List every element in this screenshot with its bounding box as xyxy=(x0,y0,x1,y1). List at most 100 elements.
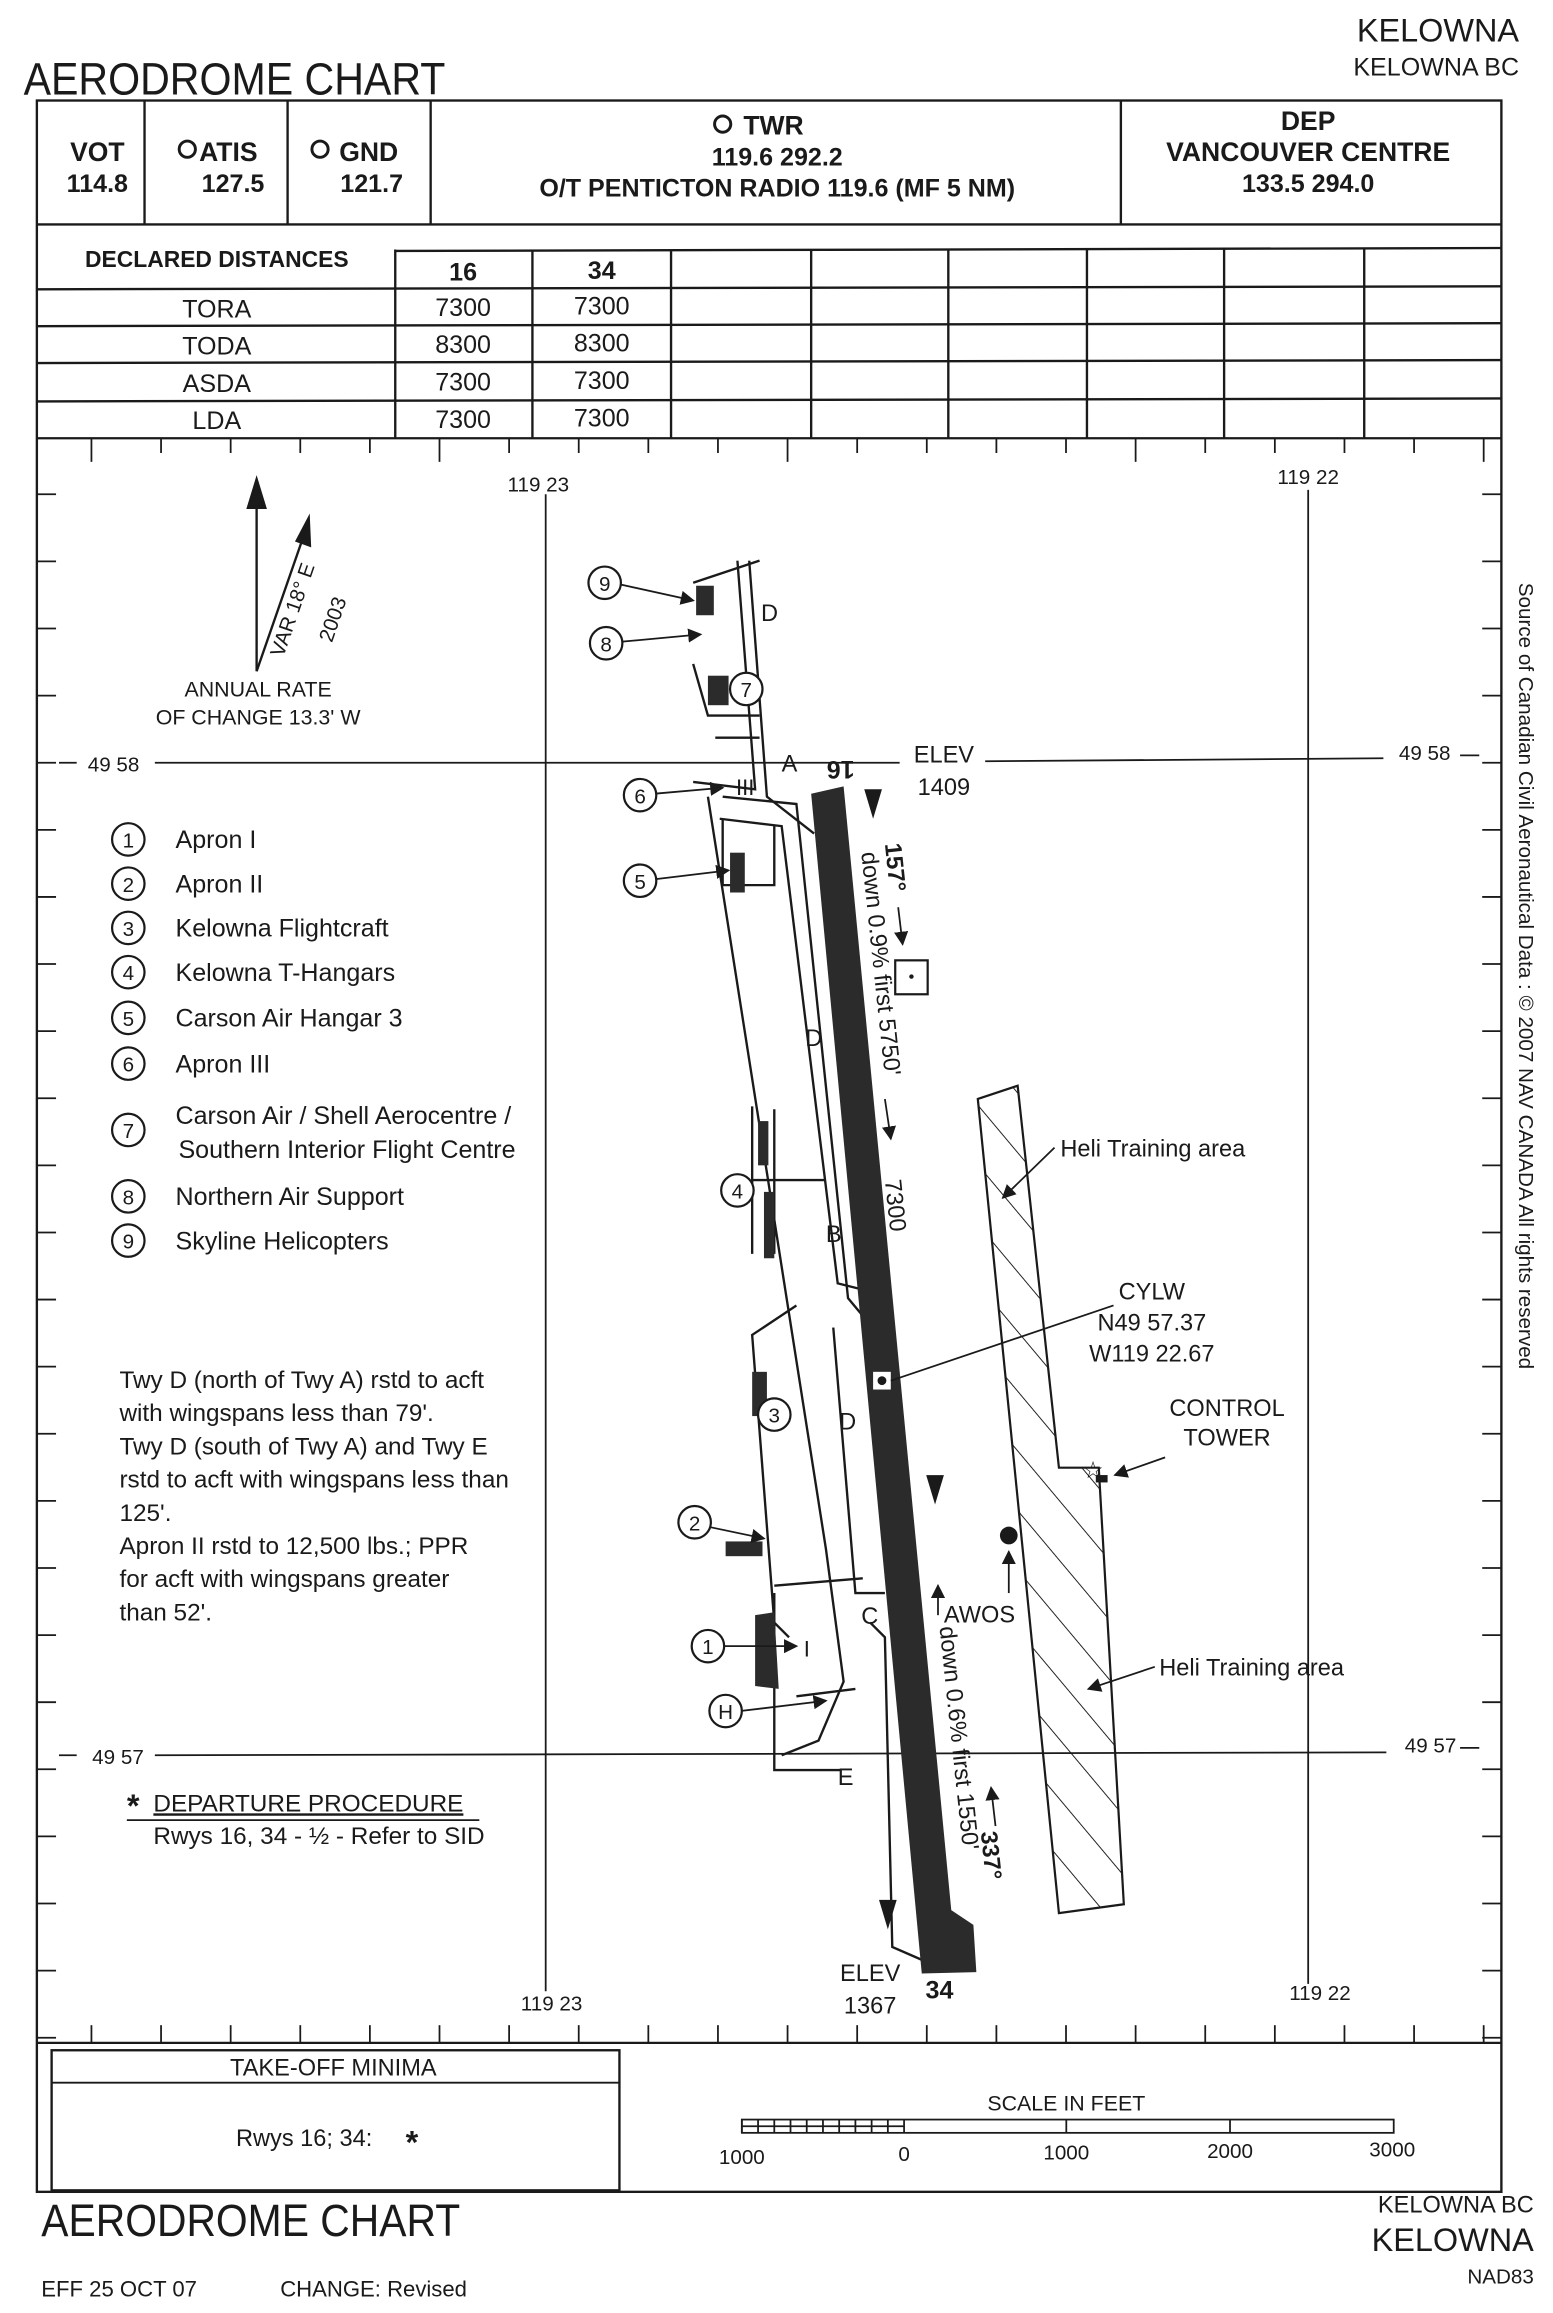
restrictions-notes: Twy D (north of Twy A) rstd to acft with … xyxy=(118,1367,508,1626)
runway-16-header: 16 xyxy=(449,258,477,286)
part-time-icon xyxy=(310,139,330,159)
datum: NAD83 xyxy=(1467,2265,1534,2288)
takeoff-minima-star: * xyxy=(406,2124,419,2160)
legend-label: Carson Air Hangar 3 xyxy=(176,1005,403,1033)
callout-circle-icon xyxy=(622,863,658,899)
callout-circle-icon xyxy=(690,1628,726,1664)
legend-number-icon xyxy=(110,1178,146,1214)
part-time-icon xyxy=(177,139,197,159)
south-elev-label: ELEV xyxy=(840,1960,901,1986)
legend-label: Apron II xyxy=(176,871,264,899)
note-line: for acft with wingspans greater xyxy=(119,1566,449,1593)
distance-value-16: 7300 xyxy=(435,294,491,322)
airport-lat: N49 57.37 xyxy=(1097,1310,1206,1336)
legend-label: Carson Air / Shell Aerocentre / xyxy=(176,1102,512,1130)
north-elev-label: ELEV xyxy=(914,742,975,768)
runway-length: 7300 xyxy=(880,1178,911,1233)
source-credit: Source of Canadian Civil Aeronautical Da… xyxy=(1514,583,1537,1369)
distance-row-label: TODA xyxy=(182,333,251,361)
heli-training-area xyxy=(976,1084,1125,1915)
callout-circle-icon xyxy=(587,565,623,601)
legend-label: Kelowna T-Hangars xyxy=(176,959,396,987)
callout-circle-icon xyxy=(588,625,624,661)
legend-number: 6 xyxy=(123,1054,134,1077)
effective-date: EFF 25 OCT 07 xyxy=(41,2277,197,2302)
callout-number: 4 xyxy=(732,1181,743,1204)
legend-number: 5 xyxy=(123,1008,134,1031)
scale-title: SCALE IN FEET xyxy=(987,2092,1145,2116)
note-line: rstd to acft with wingspans less than xyxy=(119,1467,508,1494)
note-line: with wingspans less than 79'. xyxy=(118,1400,433,1427)
longitude-label: 119 22 xyxy=(1277,466,1339,489)
gnd-label: GND xyxy=(339,137,398,167)
callout-number: 3 xyxy=(769,1405,780,1428)
vot-frequency: 114.8 xyxy=(67,170,128,198)
heli-training-label: Heli Training area xyxy=(1060,1136,1246,1162)
longitude-label: 119 23 xyxy=(521,1992,583,2015)
scale-bar: SCALE IN FEET 1000 0 1000 2000 3000 xyxy=(719,2092,1415,2169)
latitude-label: 49 57 xyxy=(92,1746,144,1769)
frequency-panel: VOT 114.8 ATIS 127.5 GND 121.7 TWR 119.6… xyxy=(36,100,1502,226)
callout-number: 2 xyxy=(689,1512,700,1535)
variation-year: 2003 xyxy=(315,594,352,645)
legend-label: Skyline Helicopters xyxy=(176,1227,389,1255)
distance-value-16: 7300 xyxy=(435,406,491,434)
note-line: Apron II rstd to 12,500 lbs.; PPR xyxy=(119,1533,468,1560)
dep-name: VANCOUVER CENTRE xyxy=(1166,137,1450,167)
taxiway-label: A xyxy=(782,751,798,777)
callout-number: 6 xyxy=(634,785,645,808)
taxiway-label: D xyxy=(761,600,778,626)
control-tower-label: TOWER xyxy=(1183,1425,1270,1451)
note-line: Twy D (north of Twy A) rstd to acft xyxy=(119,1367,484,1394)
departure-title: DEPARTURE PROCEDURE xyxy=(153,1790,463,1817)
gnd-frequency: 121.7 xyxy=(340,170,403,198)
legend-number-icon xyxy=(110,910,146,946)
twr-label: TWR xyxy=(743,110,803,140)
note-line: 125'. xyxy=(119,1500,171,1527)
callout-number: 8 xyxy=(600,633,611,656)
legend-number: 9 xyxy=(123,1231,134,1254)
runway-34-header: 34 xyxy=(588,257,616,285)
dep-frequency: 133.5 294.0 xyxy=(1242,170,1374,198)
callout-circle-icon xyxy=(622,777,658,813)
annual-rate-text: OF CHANGE 13.3' W xyxy=(156,705,362,729)
distance-value-34: 7300 xyxy=(574,292,630,320)
north-elev: 1409 xyxy=(918,774,970,800)
departure-star: * xyxy=(127,1788,140,1824)
south-elev: 1367 xyxy=(844,1992,896,2018)
legend-number-icon xyxy=(110,1046,146,1081)
chart-frame xyxy=(35,99,1503,2194)
map-area: 119 23 119 22 119 23 119 22 49 58 49 58 … xyxy=(36,438,1502,2045)
airport-id: CYLW xyxy=(1119,1279,1186,1305)
scale-label: 1000 xyxy=(719,2146,765,2169)
note-line: Twy D (south of Twy A) and Twy E xyxy=(119,1433,487,1460)
distance-row-label: LDA xyxy=(192,407,241,435)
legend-number-icon xyxy=(110,954,146,990)
atis-frequency: 127.5 xyxy=(202,170,265,198)
twr-note: O/T PENTICTON RADIO 119.6 (MF 5 NM) xyxy=(539,174,1015,202)
distance-row-label: ASDA xyxy=(183,370,252,398)
atis-label: ATIS xyxy=(199,137,257,167)
chart-title: AERODROME CHART xyxy=(24,54,446,105)
callout-circle-icon xyxy=(677,1504,712,1540)
taxiway-label: E xyxy=(838,1764,854,1790)
awos-icon xyxy=(999,1526,1018,1545)
callout-number: 9 xyxy=(599,573,610,596)
departure-text: Rwys 16, 34 - ½ - Refer to SID xyxy=(153,1823,484,1850)
airport-lon: W119 22.67 xyxy=(1089,1341,1214,1367)
annual-rate-text: ANNUAL RATE xyxy=(184,677,331,701)
heli-training-label: Heli Training area xyxy=(1159,1655,1345,1681)
takeoff-minima-panel: TAKE-OFF MINIMA Rwys 16; 34: * xyxy=(50,2049,621,2192)
legend-number: 8 xyxy=(123,1186,134,1209)
distance-value-34: 7300 xyxy=(574,367,630,395)
scale-label: 3000 xyxy=(1369,2138,1415,2161)
change-note: CHANGE: Revised xyxy=(280,2277,467,2302)
taxiway-label: D xyxy=(805,1025,822,1051)
awos-label: AWOS xyxy=(944,1602,1015,1628)
latitude-label: 49 57 xyxy=(1405,1734,1457,1757)
distance-row-label: TORA xyxy=(182,295,251,323)
legend-number: 3 xyxy=(123,918,134,941)
footer-location: KELOWNA BC xyxy=(1378,2191,1534,2217)
